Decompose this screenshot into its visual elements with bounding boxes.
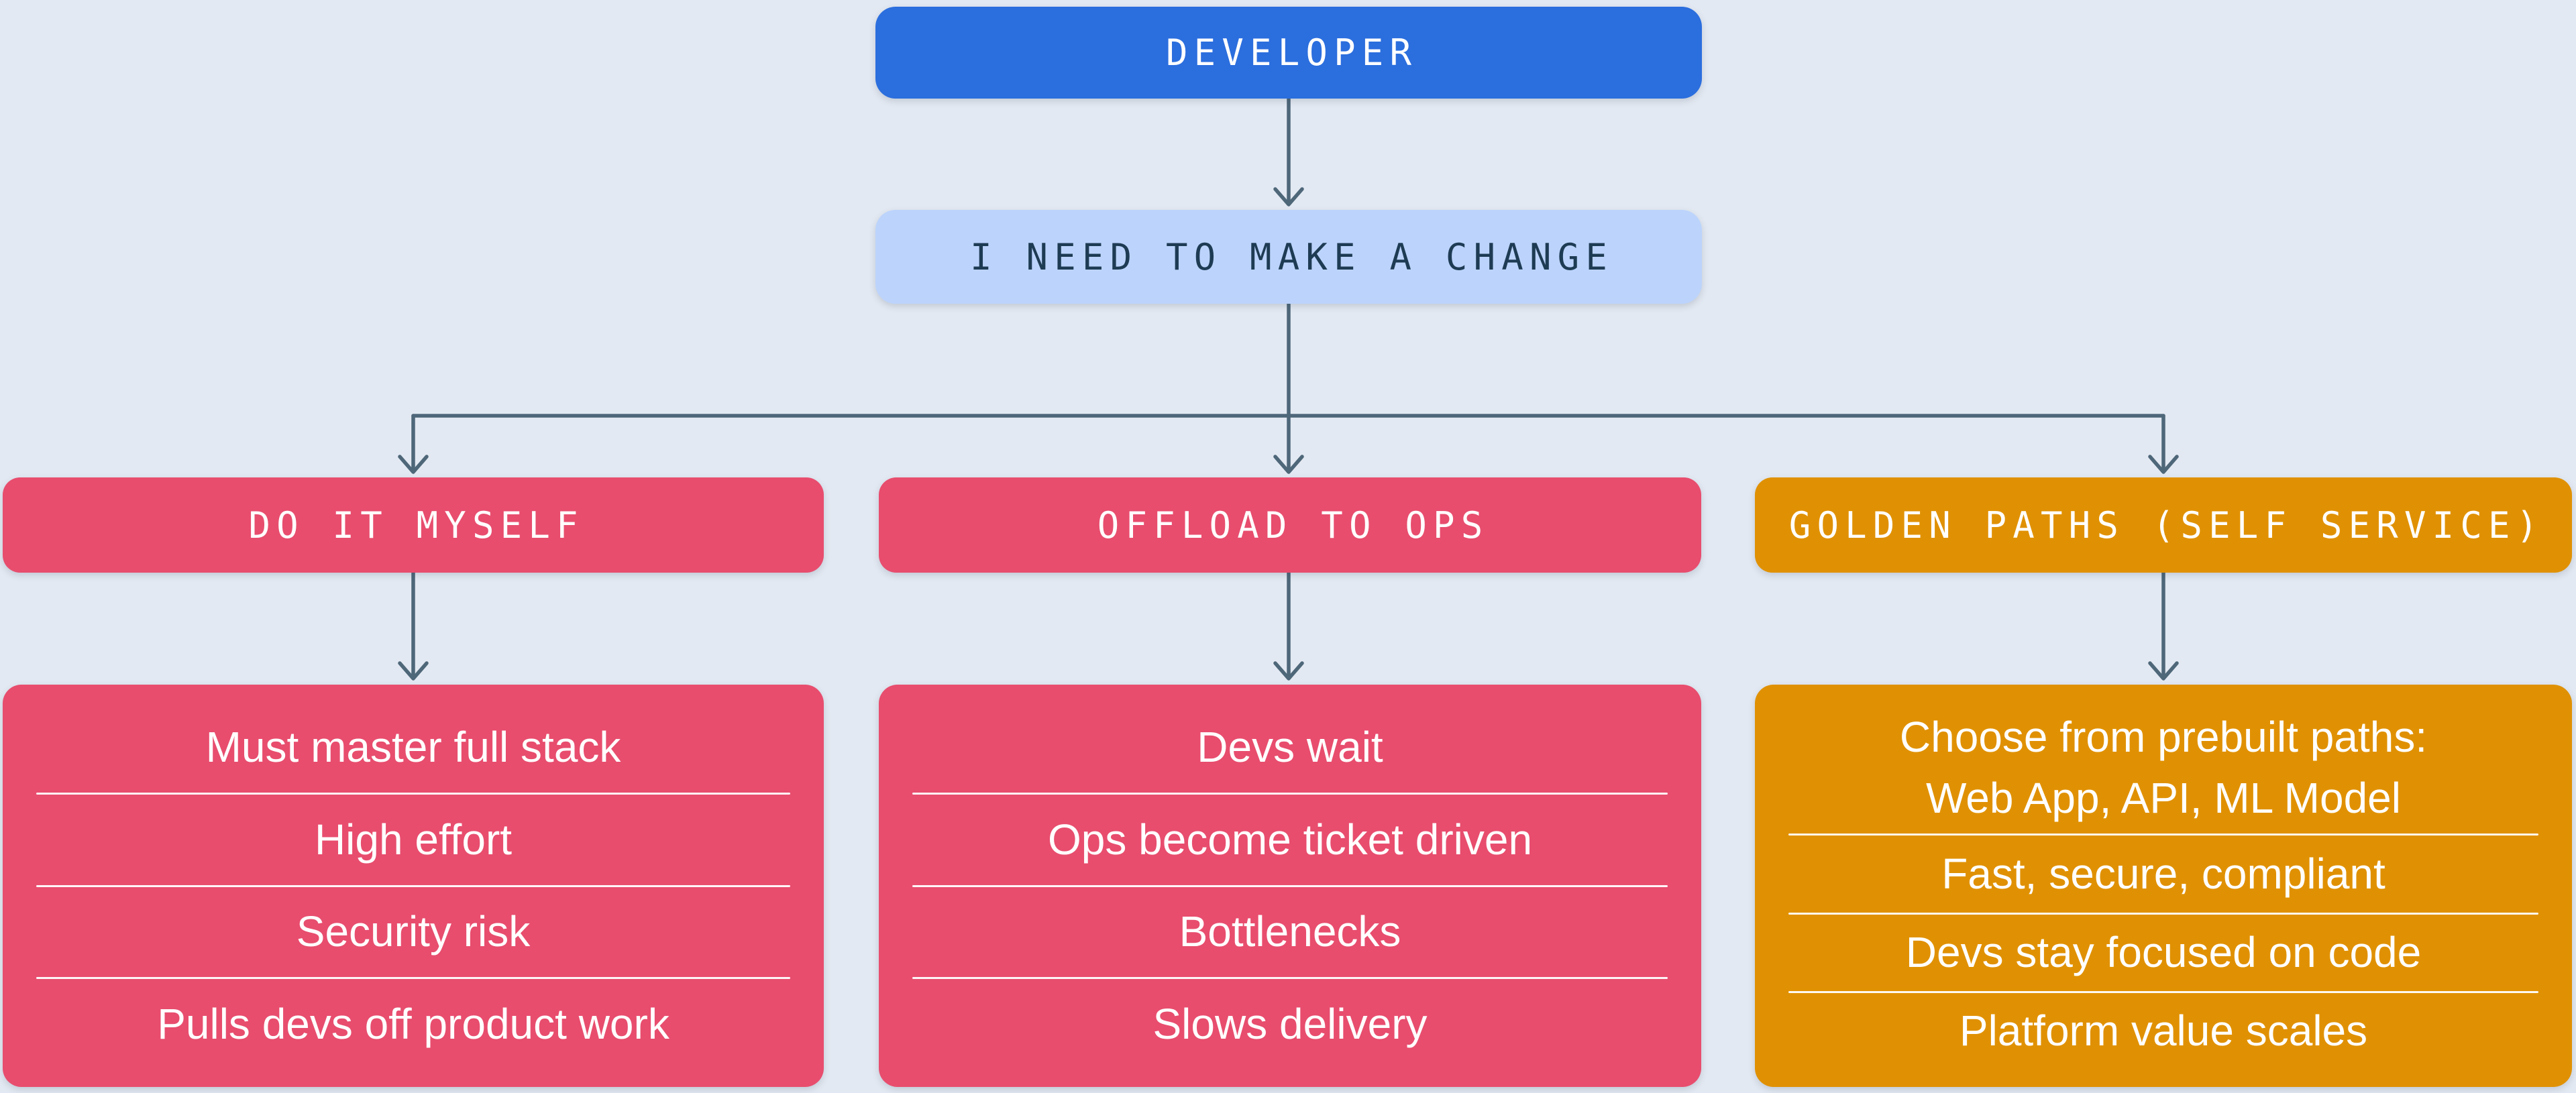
list-item: High effort bbox=[3, 795, 824, 885]
list-item: Pulls devs off product work bbox=[3, 979, 824, 1070]
node-developer: DEVELOPER bbox=[875, 7, 1702, 99]
item-divider bbox=[36, 884, 790, 887]
list-item-text: Bottlenecks bbox=[1179, 907, 1401, 956]
list-item-text: Pulls devs off product work bbox=[157, 1000, 669, 1049]
arrowhead-detail-1 bbox=[398, 661, 429, 681]
list-item: Devs stay focused on code bbox=[1755, 915, 2572, 991]
node-developer-label: DEVELOPER bbox=[1165, 32, 1418, 74]
item-divider bbox=[912, 792, 1668, 795]
node-need-change: I NEED TO MAKE A CHANGE bbox=[875, 210, 1702, 304]
arrowhead-detail-3 bbox=[2148, 661, 2179, 681]
node-golden-paths-label: GOLDEN PATHS (SELF SERVICE) bbox=[1788, 504, 2544, 546]
item-divider bbox=[912, 884, 1668, 887]
list-item-text: Choose from prebuilt paths: bbox=[1899, 713, 2428, 762]
arrowhead-branch-1 bbox=[398, 455, 429, 474]
detail-box-offload-to-ops: Devs wait Ops become ticket driven Bottl… bbox=[879, 685, 1701, 1087]
arrowhead-decision bbox=[1273, 187, 1304, 207]
list-item-text: High effort bbox=[314, 815, 513, 864]
list-item-text: Slows delivery bbox=[1152, 1000, 1428, 1049]
list-item-text: Web App, API, ML Model bbox=[1926, 774, 2401, 823]
list-item: Slows delivery bbox=[879, 979, 1701, 1070]
list-item: Bottlenecks bbox=[879, 887, 1701, 978]
item-divider bbox=[1788, 990, 2538, 993]
item-divider bbox=[36, 977, 790, 980]
list-item: Choose from prebuilt paths: Web App, API… bbox=[1755, 702, 2572, 833]
arrowhead-detail-2 bbox=[1273, 661, 1304, 681]
list-item-text: Devs wait bbox=[1197, 722, 1383, 771]
list-item-text: Platform value scales bbox=[1959, 1006, 2368, 1055]
node-offload-to-ops: OFFLOAD TO OPS bbox=[879, 477, 1701, 573]
item-divider bbox=[36, 792, 790, 795]
node-offload-to-ops-label: OFFLOAD TO OPS bbox=[1097, 504, 1489, 546]
node-golden-paths: GOLDEN PATHS (SELF SERVICE) bbox=[1755, 477, 2572, 573]
list-item: Devs wait bbox=[879, 702, 1701, 793]
item-divider bbox=[1788, 912, 2538, 915]
arrowhead-branch-2 bbox=[1273, 455, 1304, 474]
list-item: Must master full stack bbox=[3, 702, 824, 793]
list-item-text: Devs stay focused on code bbox=[1905, 928, 2422, 977]
list-item-text: Fast, secure, compliant bbox=[1941, 850, 2385, 899]
list-item: Platform value scales bbox=[1755, 993, 2572, 1070]
item-divider bbox=[912, 977, 1668, 980]
list-item-text: Must master full stack bbox=[205, 722, 621, 771]
arrowhead-branch-3 bbox=[2148, 455, 2179, 474]
item-divider bbox=[1788, 833, 2538, 836]
node-do-it-myself-label: DO IT MYSELF bbox=[248, 504, 584, 546]
list-item-text: Security risk bbox=[296, 907, 531, 956]
detail-box-do-it-myself: Must master full stack High effort Secur… bbox=[3, 685, 824, 1087]
list-item: Fast, secure, compliant bbox=[1755, 836, 2572, 912]
node-do-it-myself: DO IT MYSELF bbox=[3, 477, 824, 573]
node-need-change-label: I NEED TO MAKE A CHANGE bbox=[970, 235, 1614, 278]
list-item: Security risk bbox=[3, 887, 824, 978]
detail-box-golden-paths: Choose from prebuilt paths: Web App, API… bbox=[1755, 685, 2572, 1087]
list-item: Ops become ticket driven bbox=[879, 795, 1701, 885]
list-item-text: Ops become ticket driven bbox=[1047, 815, 1533, 864]
